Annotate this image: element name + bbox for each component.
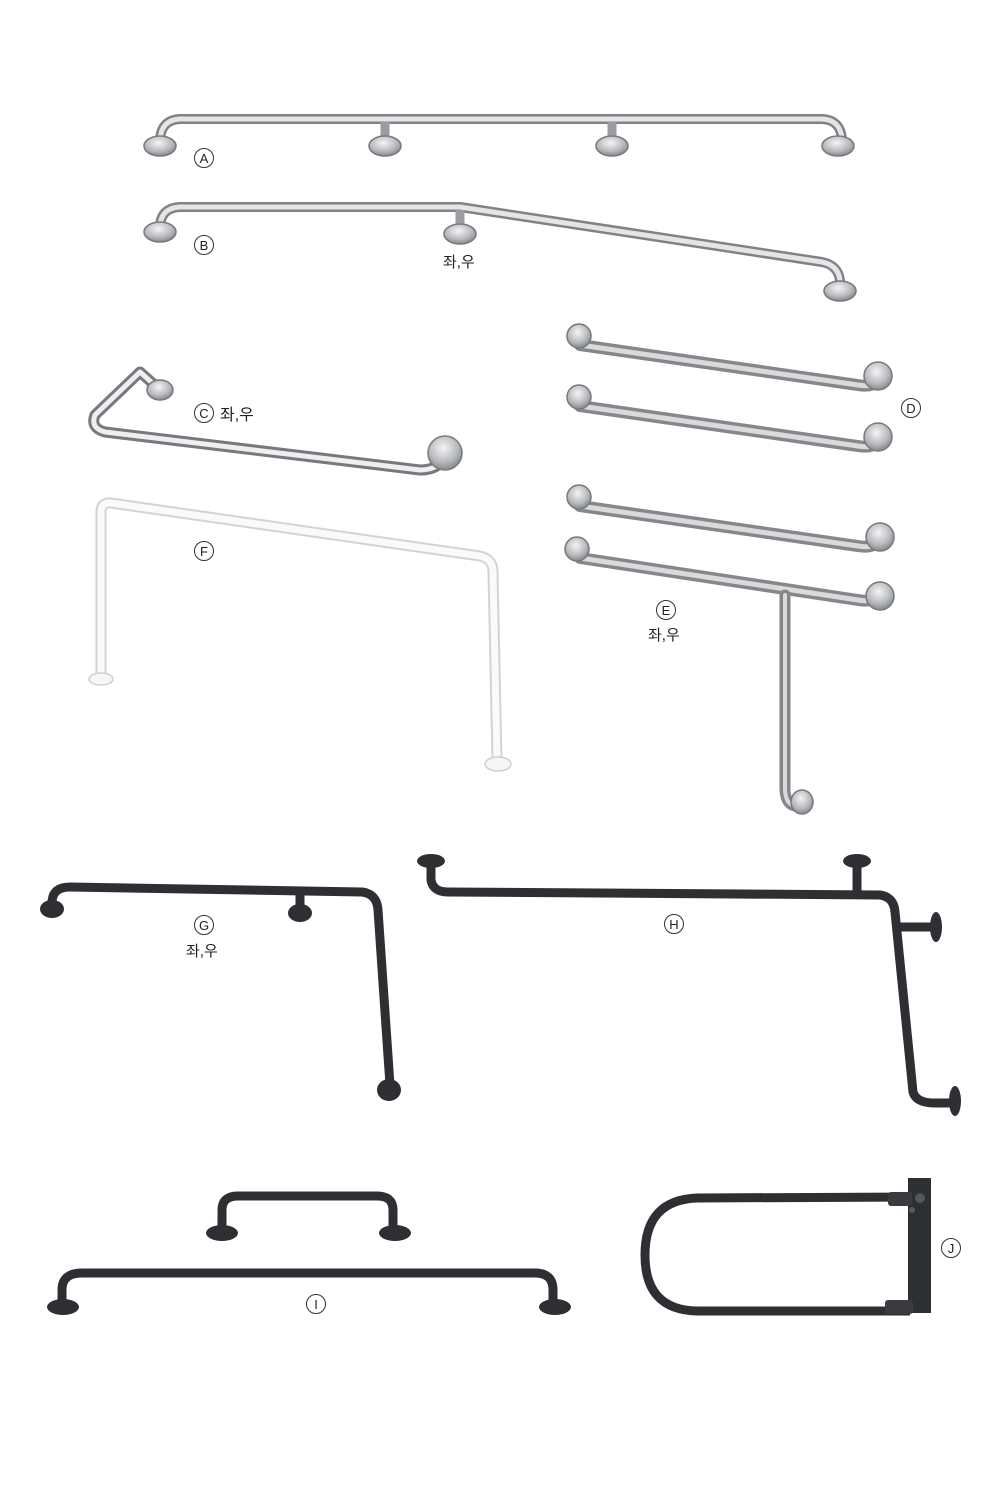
label-c-note: 좌,우 — [220, 407, 254, 424]
label-a-circle: A — [194, 148, 214, 168]
label-c: C 좌,우 — [194, 401, 254, 425]
grab-bar-h — [417, 854, 961, 1116]
label-d-circle: D — [901, 398, 921, 418]
label-g-note: 좌,우 — [186, 943, 218, 960]
label-e: E — [656, 600, 676, 620]
label-f-circle: F — [194, 541, 214, 561]
label-b: B — [194, 235, 214, 255]
label-f: F — [194, 541, 214, 561]
label-i-circle: I — [306, 1294, 326, 1314]
label-h-circle: H — [664, 914, 684, 934]
label-i: I — [306, 1294, 326, 1314]
grab-bar-d — [566, 323, 893, 453]
label-b-circle: B — [194, 235, 214, 255]
grab-bar-c — [88, 366, 463, 476]
label-e-note: 좌,우 — [648, 627, 680, 644]
label-g-circle: G — [194, 915, 214, 935]
label-e-circle: E — [656, 600, 676, 620]
grab-bar-e — [564, 484, 895, 815]
label-a: A — [194, 148, 214, 168]
grab-bar-f — [88, 497, 512, 772]
grab-bar-b — [143, 202, 857, 302]
label-b-note: 좌,우 — [443, 254, 475, 271]
label-j-circle: J — [941, 1238, 961, 1258]
label-j: J — [941, 1238, 961, 1258]
label-h: H — [664, 914, 684, 934]
label-g: G — [194, 915, 214, 935]
grab-bar-j — [640, 1178, 931, 1316]
label-c-circle: C — [194, 403, 214, 423]
label-d: D — [901, 398, 921, 418]
grab-bar-i — [47, 1191, 571, 1315]
grab-bar-g — [40, 882, 401, 1101]
grab-bar-a — [143, 114, 855, 157]
